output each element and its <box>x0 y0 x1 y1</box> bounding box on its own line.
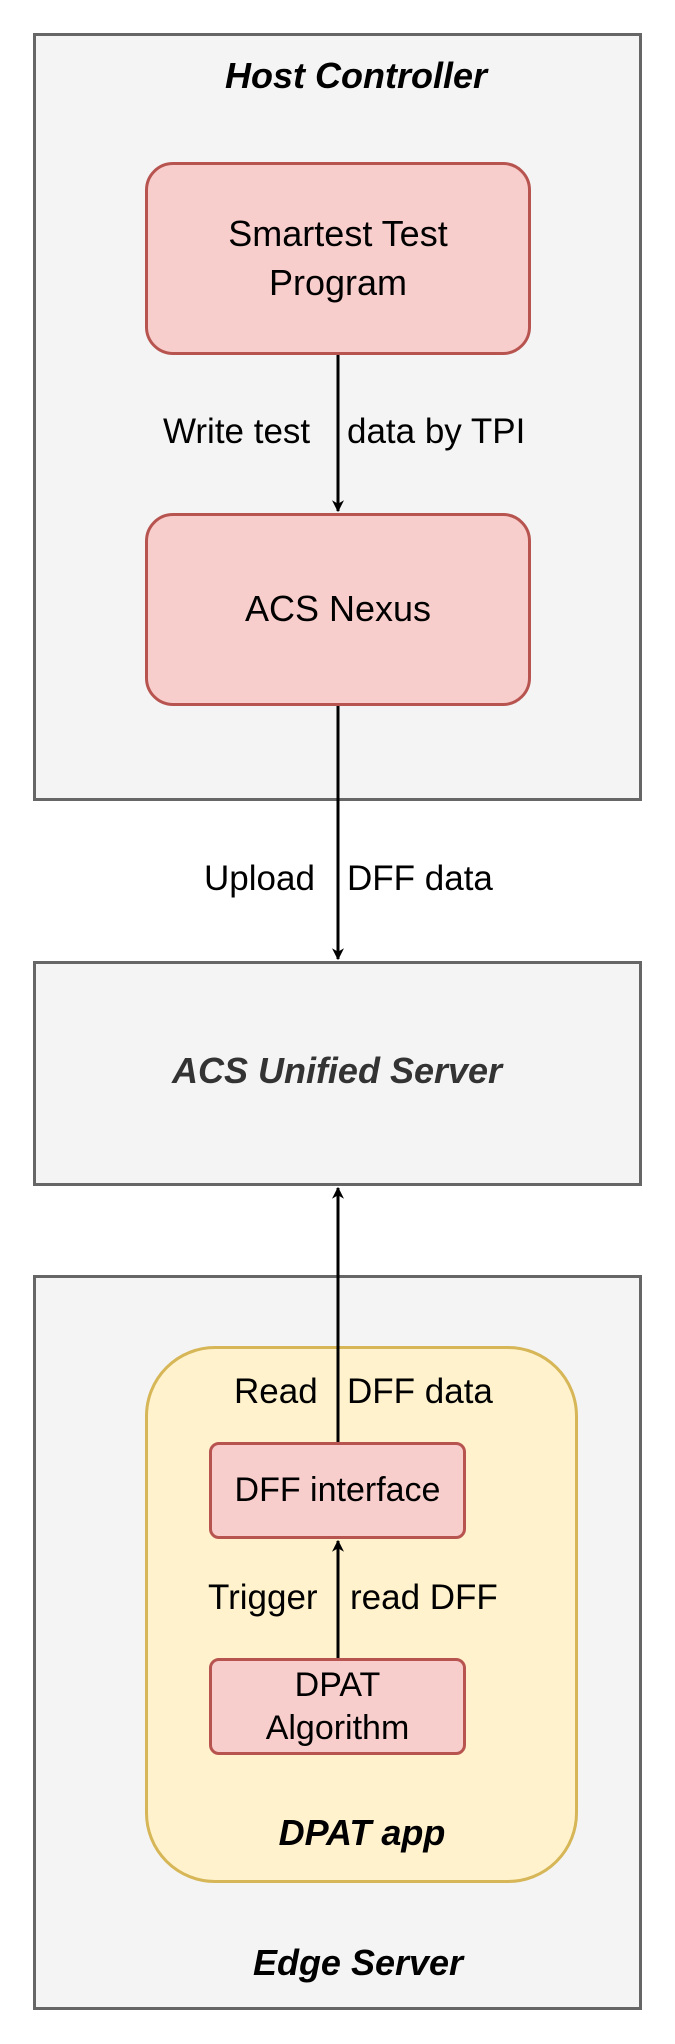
trigger-label-left: Trigger <box>208 1578 318 1617</box>
dff-interface-node: DFF interface <box>209 1442 466 1539</box>
trigger-label-right: read DFF <box>350 1578 498 1617</box>
dff-interface-label: DFF interface <box>234 1471 441 1510</box>
acs-unified-server-title: ACS Unified Server <box>171 1050 503 1091</box>
acs-unified-server-container <box>33 961 642 1186</box>
host-controller-title: Host Controller <box>224 55 488 96</box>
dpat-algorithm-label: DPAT Algorithm <box>265 1666 410 1747</box>
upload-label-right: DFF data <box>347 859 493 898</box>
smartest-test-program-label: Smartest Test Program <box>228 212 448 303</box>
write-test-label-left: Write test <box>163 412 311 451</box>
dpat-algorithm-node: DPAT Algorithm <box>209 1658 466 1755</box>
read-label-right: DFF data <box>347 1372 493 1411</box>
upload-label-left: Upload <box>204 859 315 898</box>
dpat-app-container <box>145 1346 578 1883</box>
dpat-app-title: DPAT app <box>278 1812 446 1853</box>
acs-nexus-node: ACS Nexus <box>145 513 531 706</box>
write-test-label-right: data by TPI <box>347 412 526 451</box>
acs-nexus-label: ACS Nexus <box>244 588 432 630</box>
edge-server-title: Edge Server <box>252 1942 464 1983</box>
smartest-test-program-node: Smartest Test Program <box>145 162 531 355</box>
read-label-left: Read <box>234 1372 318 1411</box>
